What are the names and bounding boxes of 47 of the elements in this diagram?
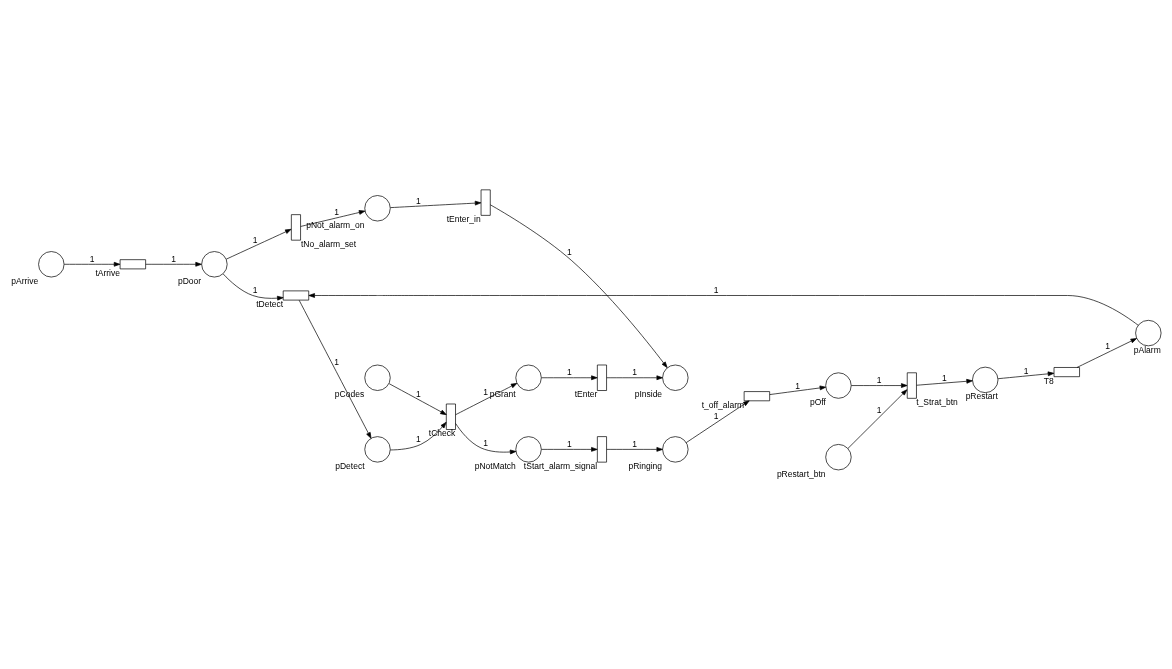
- edge-label: 1: [334, 207, 340, 218]
- edge-label: 1: [1023, 365, 1029, 376]
- node-label: t_Strat_btn: [916, 397, 958, 408]
- node-label: pNot_alarm_on: [306, 219, 365, 230]
- node-label: pOff: [809, 397, 826, 408]
- node-label: pInside: [634, 389, 663, 400]
- edge-label: 1: [89, 253, 95, 264]
- edge-label: 1: [1105, 341, 1110, 352]
- node-label: tCheck: [428, 428, 456, 439]
- edge-label: 1: [942, 373, 947, 384]
- node-label: tStart_alarm_signal: [523, 460, 598, 471]
- node-label: pAlarm: [1133, 344, 1161, 355]
- edge-label: 1: [415, 434, 421, 444]
- node-label: pGrant: [489, 389, 516, 400]
- edge-label: 1: [252, 285, 258, 296]
- node-label: pRinging: [628, 460, 662, 471]
- edge-label: 1: [566, 367, 572, 378]
- node-label: T8: [1043, 375, 1054, 386]
- node-label: pCodes: [334, 389, 365, 400]
- edge-label: 1: [252, 234, 258, 245]
- edge-label: 1: [876, 375, 882, 386]
- node-label: pDoor: [178, 275, 202, 286]
- edge-label: 1: [713, 411, 719, 422]
- edge-label: 1: [415, 388, 421, 399]
- edge-label: 1: [566, 246, 572, 257]
- node-label: tDetect: [256, 298, 284, 309]
- node-label: pRestart_btn: [776, 468, 826, 479]
- node-label: tArrive: [95, 267, 120, 278]
- node-label: t_off_alarm: [701, 399, 745, 410]
- edge-label: 1: [566, 438, 572, 449]
- edge-label: 1: [713, 285, 719, 296]
- node-label: tEnter: [574, 389, 598, 400]
- edge-label: 1: [632, 438, 637, 449]
- node-label: tEnter_in: [446, 214, 481, 225]
- node-label: tNo_alarm_set: [300, 238, 357, 249]
- edge-label: 1: [483, 437, 489, 448]
- edge-label: 1: [171, 253, 177, 264]
- edge-label: 1: [876, 404, 882, 415]
- edge-label: 1: [795, 380, 801, 391]
- edge-label: 1: [632, 367, 637, 378]
- edge-label: 1: [483, 387, 489, 398]
- node-label: pNotMatch: [474, 460, 516, 471]
- edge-label: 1: [415, 195, 421, 206]
- edge-label: 1: [334, 357, 340, 368]
- node-label: pArrive: [11, 275, 39, 286]
- node-label: pDetect: [335, 460, 365, 471]
- node-label: pRestart: [965, 391, 998, 402]
